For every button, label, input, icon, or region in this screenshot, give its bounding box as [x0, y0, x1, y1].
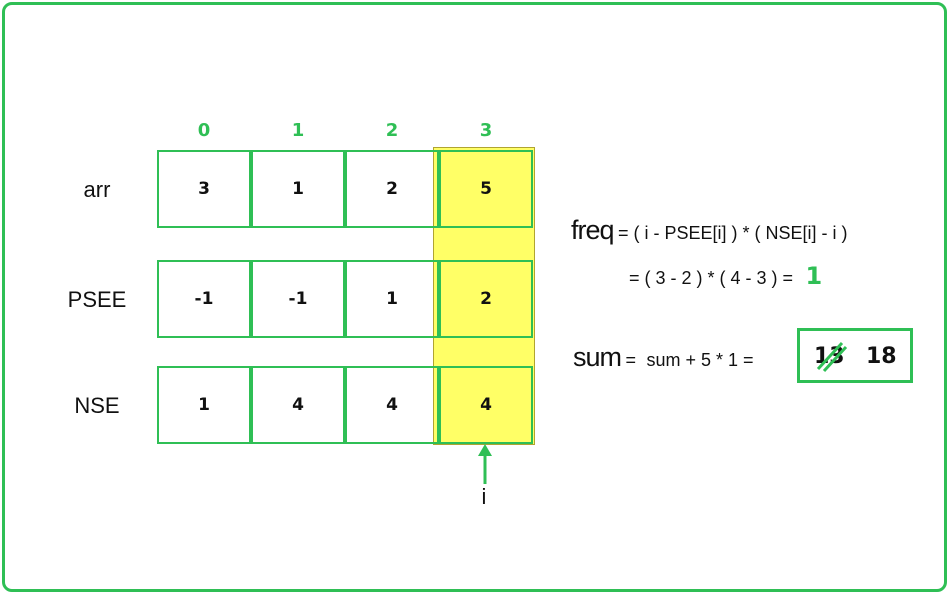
arr-cell-2: 2: [345, 150, 439, 228]
sum-expression: sum + 5 * 1 =: [646, 350, 754, 370]
freq-result: 1: [805, 262, 823, 290]
index-2: 2: [385, 120, 399, 141]
sum-result-box: 13 18: [797, 328, 913, 383]
freq-word: freq: [571, 215, 615, 245]
nse-cell-0: 1: [157, 366, 251, 444]
pointer-arrow-icon: [478, 444, 492, 484]
sum-equals: =: [625, 350, 636, 370]
arr-cell-0: 3: [157, 150, 251, 228]
sum-new-value: 18: [866, 344, 897, 369]
row-label-psee: PSEE: [67, 287, 127, 312]
freq-substitution: = ( 3 - 2 ) * ( 4 - 3 ) = 1: [629, 262, 822, 290]
index-3: 3: [479, 120, 493, 141]
current-column-highlight: [433, 147, 535, 445]
sum-word: sum: [573, 342, 622, 372]
psee-cell-3: 2: [439, 260, 533, 338]
sum-formula: sum = sum + 5 * 1 =: [573, 342, 754, 373]
index-1: 1: [291, 120, 305, 141]
freq-substitution-text: = ( 3 - 2 ) * ( 4 - 3 ) =: [629, 268, 794, 288]
nse-cell-2: 4: [345, 366, 439, 444]
psee-cell-0: -1: [157, 260, 251, 338]
psee-cell-2: 1: [345, 260, 439, 338]
arr-cell-3: 5: [439, 150, 533, 228]
freq-formula: freq = ( i - PSEE[i] ) * ( NSE[i] - i ): [571, 215, 848, 246]
row-label-arr: arr: [83, 177, 111, 202]
nse-cell-1: 4: [251, 366, 345, 444]
row-label-nse: NSE: [74, 393, 120, 418]
index-0: 0: [197, 120, 211, 141]
pointer-label: i: [481, 484, 487, 509]
arr-cell-1: 1: [251, 150, 345, 228]
nse-cell-3: 4: [439, 366, 533, 444]
freq-expression: = ( i - PSEE[i] ) * ( NSE[i] - i ): [617, 223, 848, 243]
psee-cell-1: -1: [251, 260, 345, 338]
strikethrough-icon: [816, 341, 848, 373]
